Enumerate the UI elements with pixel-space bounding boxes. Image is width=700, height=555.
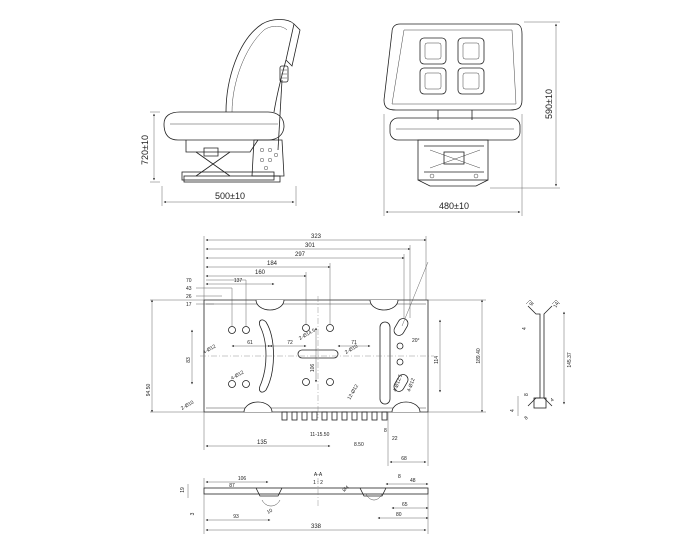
plate-inner-72: 72 — [287, 340, 293, 346]
hole-label-8: 4-Ø12 — [406, 377, 416, 392]
plate-inner-106: 106 — [310, 364, 316, 373]
plate-bottom-850: 8.50 — [354, 442, 364, 448]
plate-dim-top-5: 160 — [255, 270, 266, 276]
plate-dim-top-6: 137 — [234, 278, 243, 284]
front-width-dim: 480±10 — [439, 201, 469, 211]
mounting-plate-view: 323 301 297 184 160 137 70 43 26 17 61 7… — [146, 234, 486, 466]
plate-inner-71: 71 — [351, 340, 357, 346]
profile-dim-4: 8 — [524, 393, 530, 396]
plate-bottom-slots: 11-15.50 — [310, 432, 330, 438]
plate-inner-61: 61 — [247, 340, 253, 346]
section-label: A-A — [314, 472, 323, 478]
side-view: 720±10 500±10 — [140, 19, 301, 206]
plate-dim-left-1: 70 — [186, 278, 192, 284]
hole-label-4: 2-Ø14.5 — [298, 327, 317, 341]
profile-dim-7: 4 — [549, 397, 555, 404]
profile-view: 145.37 9 14 4 8 4 8 4 — [510, 299, 573, 422]
section-dim-19: 19 — [180, 487, 186, 493]
plate-inner-114: 114 — [434, 356, 440, 364]
plate-left-height: 94.50 — [146, 384, 152, 397]
plate-dim-top-3: 297 — [295, 252, 306, 258]
section-dim-87: 87 — [229, 483, 235, 489]
profile-dim-5: 4 — [510, 409, 516, 412]
hole-label-2: 4-Ø12 — [230, 369, 245, 381]
section-view: 106 87 19 3 93 338 A-A 1 : 2 Ø4 8 48 65 … — [180, 472, 429, 534]
profile-dim-6: 8 — [523, 415, 529, 422]
hole-label-7: 4-Ø12.5 — [392, 373, 404, 392]
front-view: 590±10 480±10 — [383, 21, 560, 216]
plate-dim-top-1: 323 — [311, 234, 322, 240]
plate-bottom-135: 135 — [257, 440, 268, 446]
plate-inner-83: 83 — [186, 357, 192, 363]
hole-label-5: 2-Ø10 — [344, 343, 359, 355]
section-dim-106: 106 — [238, 476, 247, 482]
plate-dim-top-4: 184 — [267, 261, 278, 267]
section-dim-338: 338 — [311, 524, 322, 530]
plate-inner-angle: 20° — [412, 338, 420, 344]
profile-dim-3: 4 — [522, 327, 528, 330]
section-dim-3: 3 — [190, 512, 196, 515]
section-dim-48: 48 — [410, 478, 416, 484]
side-height-dim: 720±10 — [140, 135, 150, 165]
profile-dim-1: 9 — [529, 301, 536, 307]
slot-row — [281, 411, 388, 421]
profile-height: 145.37 — [567, 352, 573, 368]
plate-small-22: 22 — [392, 436, 398, 442]
plate-dim-top-2: 301 — [305, 243, 316, 249]
plate-bottom-68: 68 — [401, 456, 407, 462]
plate-dim-left-2: 43 — [186, 286, 192, 292]
section-scale: 1 : 2 — [313, 480, 323, 486]
section-dim-65: 65 — [402, 502, 408, 508]
section-dim-80: 80 — [396, 512, 402, 518]
section-dim-10: 10 — [266, 508, 274, 516]
section-dim-8: 8 — [398, 474, 401, 480]
plate-dim-left-3: 26 — [186, 294, 192, 300]
profile-dim-2: 14 — [553, 301, 561, 309]
section-dim-dia4: Ø4 — [341, 485, 350, 494]
hole-label-6: 12-Ø12 — [347, 383, 361, 401]
plate-small-8: 8 — [384, 428, 387, 434]
plate-inner-189: 189.40 — [476, 348, 482, 364]
hole-label-3: 2-Ø10 — [180, 399, 195, 411]
front-height-dim: 590±10 — [544, 89, 554, 119]
side-width-dim: 500±10 — [215, 191, 245, 201]
plate-dim-left-4: 17 — [186, 302, 192, 308]
section-dim-93: 93 — [233, 514, 239, 520]
